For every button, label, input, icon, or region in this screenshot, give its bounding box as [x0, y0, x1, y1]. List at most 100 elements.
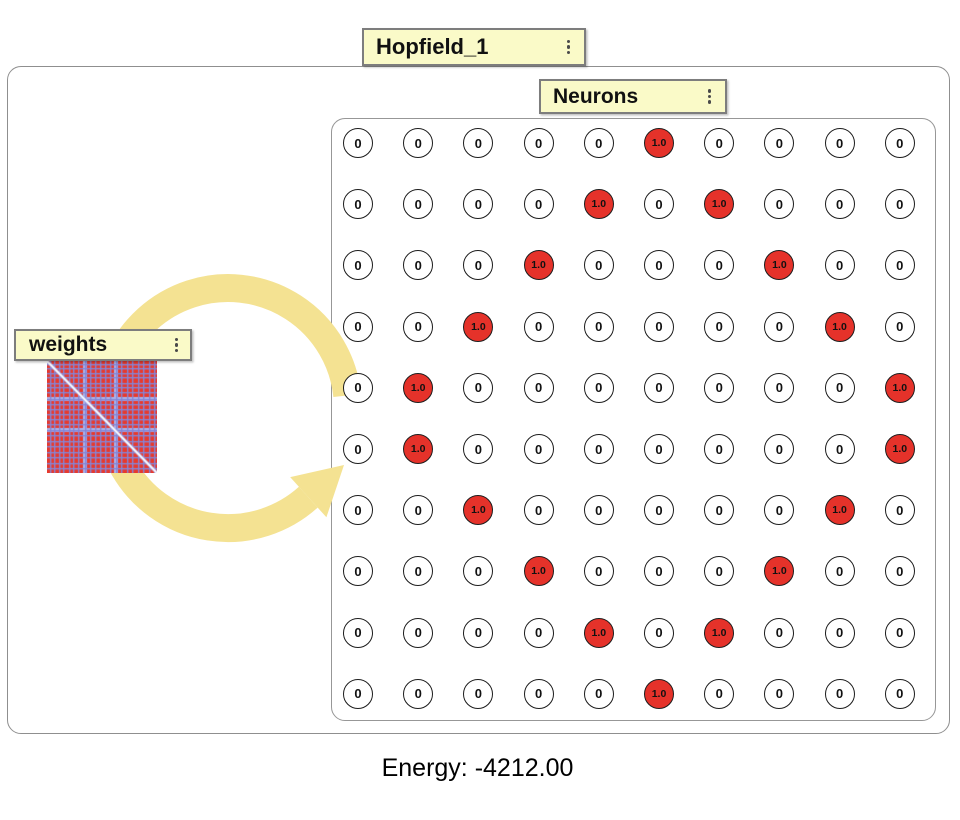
neuron[interactable]: 0 — [343, 434, 373, 464]
neuron-group-tab[interactable]: Neurons — [539, 79, 727, 114]
neuron[interactable]: 0 — [343, 372, 373, 403]
neuron[interactable]: 0 — [824, 678, 855, 709]
neuron[interactable]: 0 — [463, 556, 494, 587]
neuron[interactable]: 0 — [824, 189, 855, 220]
neuron[interactable]: 0 — [343, 128, 373, 158]
neuron[interactable]: 0 — [824, 250, 855, 281]
neuron-active[interactable]: 1.0 — [764, 556, 795, 587]
neuron[interactable]: 0 — [463, 372, 494, 403]
neuron[interactable]: 0 — [764, 678, 795, 709]
neuron[interactable]: 0 — [403, 128, 434, 158]
neuron[interactable]: 0 — [644, 556, 674, 587]
neuron[interactable]: 0 — [764, 372, 795, 403]
neuron[interactable]: 0 — [583, 678, 614, 709]
neuron[interactable]: 0 — [523, 434, 554, 464]
neuron[interactable]: 0 — [704, 495, 735, 526]
neuron[interactable]: 0 — [583, 372, 614, 403]
neuron[interactable]: 0 — [403, 678, 434, 709]
kebab-menu-icon[interactable] — [707, 89, 711, 104]
neuron[interactable]: 0 — [644, 617, 674, 648]
neuron[interactable]: 0 — [343, 250, 373, 281]
neuron-active[interactable]: 1.0 — [644, 128, 674, 158]
neuron[interactable]: 0 — [704, 250, 735, 281]
neuron-active[interactable]: 1.0 — [824, 495, 855, 526]
neuron[interactable]: 0 — [523, 372, 554, 403]
neuron[interactable]: 0 — [523, 311, 554, 342]
neuron[interactable]: 0 — [644, 250, 674, 281]
neuron[interactable]: 0 — [884, 678, 915, 709]
neuron-active[interactable]: 1.0 — [463, 311, 494, 342]
neuron[interactable]: 0 — [644, 434, 674, 464]
neuron[interactable]: 0 — [764, 128, 795, 158]
neuron-active[interactable]: 1.0 — [463, 495, 494, 526]
neuron[interactable]: 0 — [583, 311, 614, 342]
neuron-active[interactable]: 1.0 — [884, 434, 915, 464]
neuron[interactable]: 0 — [583, 128, 614, 158]
neuron[interactable]: 0 — [463, 250, 494, 281]
neuron-active[interactable]: 1.0 — [583, 617, 614, 648]
neuron[interactable]: 0 — [884, 617, 915, 648]
neuron[interactable]: 0 — [463, 128, 494, 158]
neuron[interactable]: 0 — [403, 250, 434, 281]
neuron[interactable]: 0 — [764, 311, 795, 342]
neuron-active[interactable]: 1.0 — [403, 372, 434, 403]
neuron-active[interactable]: 1.0 — [523, 556, 554, 587]
neuron[interactable]: 0 — [403, 495, 434, 526]
neuron[interactable]: 0 — [884, 556, 915, 587]
neuron[interactable]: 0 — [463, 189, 494, 220]
neuron[interactable]: 0 — [884, 189, 915, 220]
neuron[interactable]: 0 — [523, 678, 554, 709]
neuron[interactable]: 0 — [463, 678, 494, 709]
neuron[interactable]: 0 — [583, 556, 614, 587]
neuron-active[interactable]: 1.0 — [884, 372, 915, 403]
neuron[interactable]: 0 — [523, 617, 554, 648]
neuron[interactable]: 0 — [403, 617, 434, 648]
neuron[interactable]: 0 — [463, 617, 494, 648]
kebab-menu-icon[interactable] — [566, 39, 570, 55]
neuron[interactable]: 0 — [343, 617, 373, 648]
neuron-active[interactable]: 1.0 — [764, 250, 795, 281]
neuron[interactable]: 0 — [704, 556, 735, 587]
neuron[interactable]: 0 — [644, 495, 674, 526]
neuron[interactable]: 0 — [764, 495, 795, 526]
neuron[interactable]: 0 — [704, 434, 735, 464]
neuron-active[interactable]: 1.0 — [704, 617, 735, 648]
neuron[interactable]: 0 — [704, 372, 735, 403]
neuron[interactable]: 0 — [403, 189, 434, 220]
neuron[interactable]: 0 — [764, 189, 795, 220]
neuron[interactable]: 0 — [824, 372, 855, 403]
neuron[interactable]: 0 — [824, 434, 855, 464]
neuron-active[interactable]: 1.0 — [583, 189, 614, 220]
neuron-active[interactable]: 1.0 — [403, 434, 434, 464]
neuron-active[interactable]: 1.0 — [704, 189, 735, 220]
neuron[interactable]: 0 — [884, 250, 915, 281]
neuron[interactable]: 0 — [884, 311, 915, 342]
neuron[interactable]: 0 — [523, 128, 554, 158]
neuron[interactable]: 0 — [884, 495, 915, 526]
neuron[interactable]: 0 — [704, 678, 735, 709]
neuron[interactable]: 0 — [343, 678, 373, 709]
weight-matrix[interactable] — [47, 361, 157, 473]
neuron[interactable]: 0 — [704, 311, 735, 342]
neuron[interactable]: 0 — [764, 434, 795, 464]
neuron[interactable]: 0 — [704, 128, 735, 158]
neuron[interactable]: 0 — [583, 434, 614, 464]
neuron-active[interactable]: 1.0 — [824, 311, 855, 342]
neuron[interactable]: 0 — [403, 311, 434, 342]
neuron[interactable]: 0 — [644, 189, 674, 220]
weights-group-tab[interactable]: weights — [14, 329, 192, 361]
neuron[interactable]: 0 — [403, 556, 434, 587]
neuron[interactable]: 0 — [343, 556, 373, 587]
neuron[interactable]: 0 — [824, 128, 855, 158]
neuron[interactable]: 0 — [523, 495, 554, 526]
neuron[interactable]: 0 — [884, 128, 915, 158]
neuron[interactable]: 0 — [343, 189, 373, 220]
neuron[interactable]: 0 — [523, 189, 554, 220]
network-tab-hopfield[interactable]: Hopfield_1 — [362, 28, 586, 66]
neuron[interactable]: 0 — [463, 434, 494, 464]
kebab-menu-icon[interactable] — [174, 337, 178, 353]
neuron[interactable]: 0 — [644, 372, 674, 403]
neuron[interactable]: 0 — [343, 495, 373, 526]
neuron[interactable]: 0 — [824, 617, 855, 648]
neuron[interactable]: 0 — [583, 250, 614, 281]
